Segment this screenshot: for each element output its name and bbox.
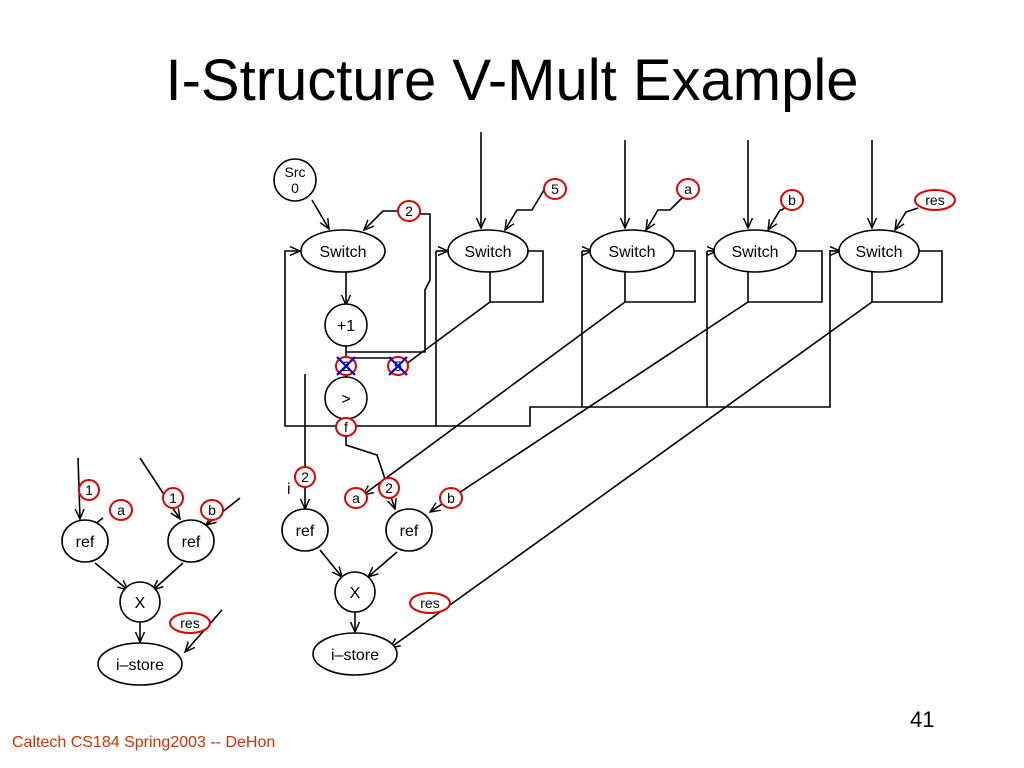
right-token-index-1: 2 xyxy=(294,466,316,488)
token-compare-out: f xyxy=(335,417,357,437)
svg-text:a: a xyxy=(117,502,125,518)
cross-icon xyxy=(336,356,356,376)
left-ref-node-2: ref xyxy=(167,519,215,563)
svg-text:X: X xyxy=(350,585,361,602)
svg-text:5: 5 xyxy=(551,181,559,197)
svg-text:1: 1 xyxy=(85,482,93,498)
right-token-index-2: 2 xyxy=(378,477,400,499)
token-switch-5: res xyxy=(914,189,956,211)
left-token-index-1: 1 xyxy=(78,479,100,501)
switch-node-5: Switch xyxy=(838,229,920,273)
slide-title: I-Structure V-Mult Example xyxy=(165,48,859,113)
switch-node-3: Switch xyxy=(589,229,675,273)
svg-text:Switch: Switch xyxy=(855,244,902,261)
svg-text:>: > xyxy=(341,391,350,408)
svg-text:f: f xyxy=(344,419,348,435)
cross-icon xyxy=(388,356,408,376)
svg-text:a: a xyxy=(352,490,360,506)
svg-text:b: b xyxy=(208,502,216,518)
right-token-array-b: b xyxy=(439,487,463,509)
right-ref-node-2: ref xyxy=(385,508,433,552)
plus-one-node: +1 xyxy=(324,303,368,347)
svg-text:2: 2 xyxy=(385,480,393,496)
svg-text:2: 2 xyxy=(405,203,413,219)
right-ref-node-1: ref xyxy=(281,508,329,552)
right-token-array-a: a xyxy=(344,487,368,509)
switch-node-1: Switch xyxy=(300,229,386,273)
page-number: 41 xyxy=(910,707,935,732)
token-switch-2: 5 xyxy=(543,178,567,200)
svg-text:res: res xyxy=(420,595,439,611)
index-label: i xyxy=(287,481,291,498)
svg-text:0: 0 xyxy=(291,180,299,196)
svg-text:ref: ref xyxy=(296,523,315,540)
svg-text:b: b xyxy=(447,490,455,506)
left-ref-node-1: ref xyxy=(61,519,109,563)
svg-text:i–store: i–store xyxy=(331,647,379,664)
svg-text:res: res xyxy=(180,615,199,631)
switch-node-2: Switch xyxy=(447,229,529,273)
left-token-index-2: 1 xyxy=(162,487,184,509)
left-token-array-a: a xyxy=(109,499,133,521)
token-switch-1: 2 xyxy=(397,200,421,222)
svg-text:Switch: Switch xyxy=(608,244,655,261)
left-mult-node: X xyxy=(119,581,161,623)
token-switch-4: b xyxy=(780,189,804,211)
top-wires xyxy=(284,132,943,648)
svg-text:res: res xyxy=(925,192,944,208)
svg-text:ref: ref xyxy=(182,534,201,551)
token-switch-3: a xyxy=(676,178,700,200)
svg-text:b: b xyxy=(788,192,796,208)
svg-text:i–store: i–store xyxy=(116,657,164,674)
svg-text:Src: Src xyxy=(285,164,306,180)
left-token-res: res xyxy=(169,612,211,634)
svg-text:Switch: Switch xyxy=(319,244,366,261)
svg-text:Switch: Switch xyxy=(464,244,511,261)
svg-text:1: 1 xyxy=(169,490,177,506)
svg-text:2: 2 xyxy=(301,469,309,485)
svg-text:ref: ref xyxy=(400,523,419,540)
right-token-res: res xyxy=(409,592,451,614)
svg-text:X: X xyxy=(135,595,146,612)
svg-text:a: a xyxy=(684,181,692,197)
right-istore-node: i–store xyxy=(312,632,398,676)
token-compare-right: 5 xyxy=(387,356,409,376)
left-istore-node: i–store xyxy=(97,642,183,686)
src-node: Src 0 xyxy=(273,158,317,202)
right-mult-node: X xyxy=(334,571,376,613)
svg-text:+1: +1 xyxy=(337,318,355,335)
svg-text:ref: ref xyxy=(76,534,95,551)
footer-credit: Caltech CS184 Spring2003 -- DeHon xyxy=(12,734,276,751)
left-token-array-b: b xyxy=(200,499,224,521)
compare-node: > xyxy=(324,376,368,420)
svg-text:Switch: Switch xyxy=(731,244,778,261)
token-compare-left: 2 xyxy=(335,356,357,376)
switch-node-4: Switch xyxy=(713,229,797,273)
